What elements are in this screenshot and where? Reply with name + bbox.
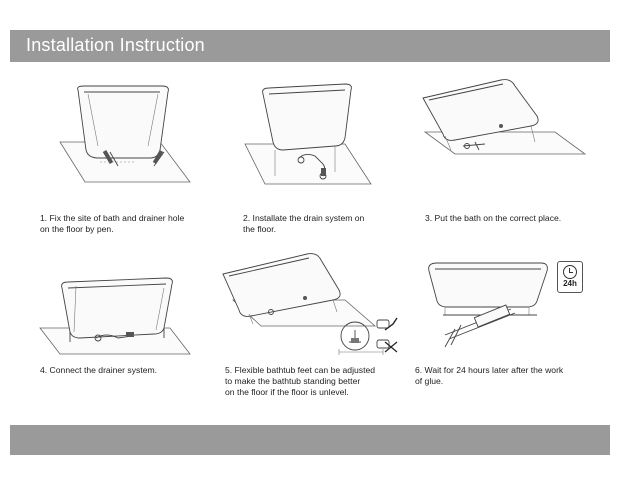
step-5: 5. Flexible bathtub feet can be adjusted… — [215, 250, 415, 397]
step-3: 3. Put the bath on the correct place. — [415, 79, 605, 223]
bathtub-pen-marking-icon — [59, 85, 191, 183]
header-bar: Installation Instruction — [10, 30, 610, 62]
page-title: Installation Instruction — [26, 35, 205, 55]
step-3-caption: 3. Put the bath on the correct place. — [425, 213, 562, 223]
step-2-caption: 2. Installate the drain system on the fl… — [243, 213, 365, 234]
clock-hand — [569, 268, 570, 273]
clock-face-icon — [563, 265, 577, 279]
step-4: 4. Connect the drainer system. — [39, 272, 220, 375]
step-6: 24h 6. Wait for 24 hours later after the… — [415, 255, 605, 386]
step-1: 1. Fix the site of bath and drainer hole… — [40, 80, 210, 234]
step-5-caption: 5. Flexible bathtub feet can be adjusted… — [225, 365, 376, 397]
drain-pipe-floor-icon — [244, 83, 372, 185]
bathtub-adjustable-feet-icon — [222, 253, 398, 355]
step-2: 2. Installate the drain system on the fl… — [235, 80, 405, 234]
bathtub-drain-connection-icon — [39, 277, 191, 355]
clock-24h-icon: 24h — [557, 261, 583, 293]
step-6-caption: 6. Wait for 24 hours later after the wor… — [415, 365, 564, 386]
bathtub-tilted-placement-icon — [422, 79, 587, 155]
step-4-caption: 4. Connect the drainer system. — [40, 365, 158, 375]
footer-bar — [10, 425, 610, 455]
clock-hand-minute — [569, 272, 573, 273]
timer-label: 24h — [563, 279, 577, 288]
bathtub-glue-icon — [428, 262, 548, 348]
step-1-caption: 1. Fix the site of bath and drainer hole… — [40, 213, 185, 234]
